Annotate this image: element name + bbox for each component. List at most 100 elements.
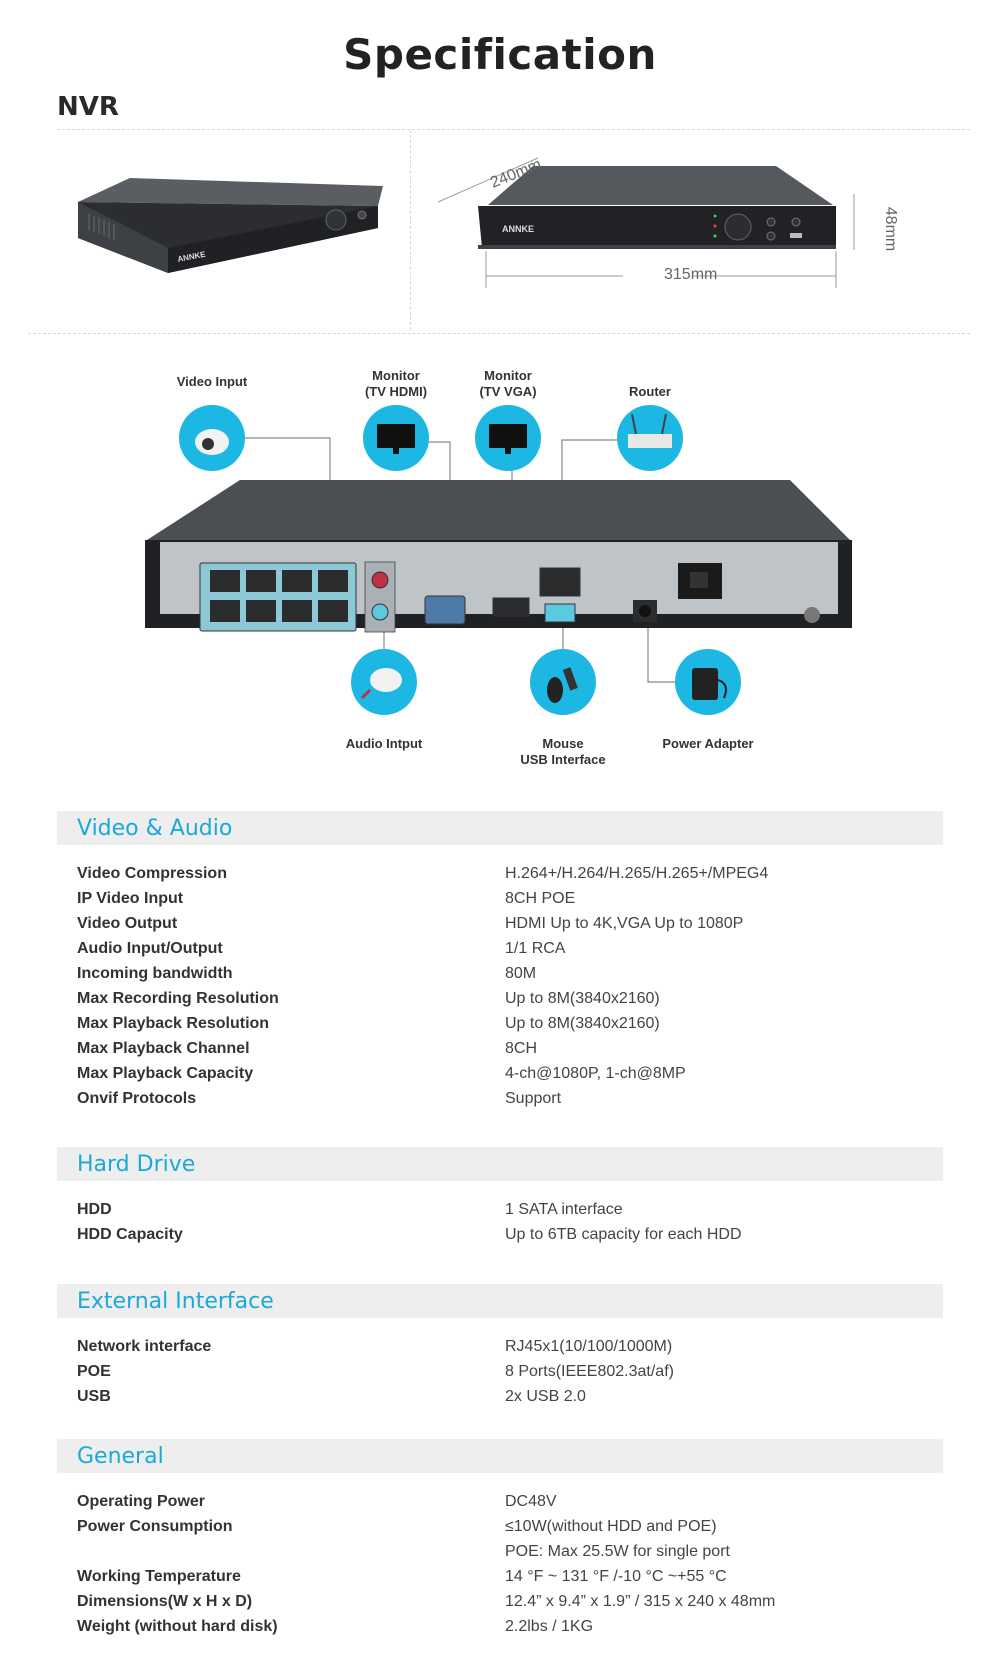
section-video-audio: Video & Audio Video Compression H.264+/H.… — [57, 811, 943, 1111]
spec-row: Max Playback Capacity 4-ch@1080P, 1-ch@8M… — [77, 1061, 943, 1086]
spec-key: Max Recording Resolution — [77, 990, 279, 1007]
spec-value: 2.2lbs / 1KG — [505, 1618, 594, 1635]
spec-row: Onvif Protocols Support — [77, 1086, 943, 1111]
power-adapter-icon — [675, 649, 741, 715]
brand-logo-right: ANNKE — [502, 224, 534, 234]
spec-key: Video Output — [77, 915, 178, 932]
mouse-icon — [530, 649, 596, 715]
spec-value: 8CH POE — [505, 890, 576, 907]
spec-key — [77, 1539, 505, 1564]
label-audio-input: Audio Intput — [345, 736, 423, 751]
spec-row: Max Recording Resolution Up to 8M(3840x21… — [77, 986, 943, 1011]
spec-key: POE — [77, 1363, 111, 1380]
label-mouse: Mouse USB Interface — [520, 736, 606, 767]
spec-key: Working Temperature — [77, 1568, 241, 1585]
spec-value: 1/1 RCA — [505, 940, 566, 957]
spec-row: IP Video Input 8CH POE — [77, 886, 943, 911]
spec-value: 8 Ports(IEEE802.3at/af) — [505, 1363, 674, 1380]
spec-value: Support — [505, 1090, 562, 1107]
label-router: Router — [629, 384, 671, 399]
label-video-input: Video Input — [176, 374, 248, 389]
spec-key: Video Compression — [77, 865, 227, 882]
divider-bottom — [28, 333, 970, 334]
spec-key: Dimensions(W x H x D) — [77, 1593, 253, 1610]
spec-value: 8CH — [505, 1040, 538, 1057]
nvr-heading: NVR — [57, 92, 119, 122]
monitor-vga-icon — [475, 405, 541, 471]
spec-value: 4-ch@1080P, 1-ch@8MP — [505, 1065, 686, 1082]
section-title: External Interface — [57, 1284, 943, 1318]
section-general: General Operating Power DC48V Power Consu… — [57, 1439, 943, 1639]
spec-key: Max Playback Capacity — [77, 1065, 254, 1082]
spec-row: Max Playback Channel 8CH — [77, 1036, 943, 1061]
spec-value: DC48V — [505, 1493, 557, 1510]
spec-row: Incoming bandwidth 80M — [77, 961, 943, 986]
video-input-icon — [179, 405, 245, 471]
router-icon — [617, 405, 683, 471]
spec-key: Max Playback Channel — [77, 1040, 250, 1057]
spec-row: Audio Input/Output 1/1 RCA — [77, 936, 943, 961]
spec-value: HDMI Up to 4K,VGA Up to 1080P — [505, 915, 744, 932]
spec-value: 2x USB 2.0 — [505, 1388, 586, 1405]
spec-key: Network interface — [77, 1338, 212, 1355]
spec-row: Network interface RJ45x1(10/100/1000M) — [77, 1334, 943, 1359]
spec-key: Incoming bandwidth — [77, 965, 233, 982]
spec-value: 12.4” x 9.4” x 1.9” / 315 x 240 x 48mm — [505, 1593, 776, 1610]
spec-row: Power Consumption ≤10W(without HDD and PO… — [77, 1514, 943, 1539]
spec-row: Dimensions(W x H x D) 12.4” x 9.4” x 1.9”… — [77, 1589, 943, 1614]
spec-value: H.264+/H.264/H.265/H.265+/MPEG4 — [505, 865, 769, 882]
spec-table: Network interface RJ45x1(10/100/1000M) PO… — [57, 1334, 943, 1409]
label-monitor-hdmi: Monitor (TV HDMI) — [364, 368, 428, 399]
spec-row: POE: Max 25.5W for single port — [77, 1539, 943, 1564]
spec-value: POE: Max 25.5W for single port — [505, 1543, 730, 1560]
spec-row: HDD Capacity Up to 6TB capacity for each … — [77, 1222, 943, 1247]
spec-key: USB — [77, 1388, 111, 1405]
spec-value: Up to 8M(3840x2160) — [505, 990, 660, 1007]
audio-input-icon — [351, 649, 417, 715]
page-title: Specification — [343, 30, 657, 79]
spec-key: Power Consumption — [77, 1518, 233, 1535]
label-power-adapter: Power Adapter — [662, 736, 754, 751]
section-title: Video & Audio — [57, 811, 943, 845]
spec-key: Weight (without hard disk) — [77, 1618, 278, 1635]
connection-diagram: HDMI — [0, 350, 1000, 780]
dimension-width: 315mm — [664, 266, 718, 283]
spec-key: Onvif Protocols — [77, 1090, 197, 1107]
spec-table: Video Compression H.264+/H.264/H.265/H.26… — [57, 861, 943, 1111]
spec-row: USB 2x USB 2.0 — [77, 1384, 943, 1409]
spec-row: Video Compression H.264+/H.264/H.265/H.26… — [77, 861, 943, 886]
monitor-hdmi-icon — [363, 405, 429, 471]
spec-key: IP Video Input — [77, 890, 184, 907]
spec-row: HDD 1 SATA interface — [77, 1197, 943, 1222]
spec-value: Up to 6TB capacity for each HDD — [505, 1226, 742, 1243]
label-monitor-vga: Monitor (TV VGA) — [479, 368, 537, 399]
spec-row: Weight (without hard disk) 2.2lbs / 1KG — [77, 1614, 943, 1639]
spec-value: RJ45x1(10/100/1000M) — [505, 1338, 673, 1355]
spec-row: Video Output HDMI Up to 4K,VGA Up to 1080… — [77, 911, 943, 936]
spec-table: HDD 1 SATA interface HDD Capacity Up to 6T… — [57, 1197, 943, 1247]
spec-value: 80M — [505, 965, 537, 982]
spec-value: Up to 8M(3840x2160) — [505, 1015, 660, 1032]
spec-row: POE 8 Ports(IEEE802.3at/af) — [77, 1359, 943, 1384]
section-title: Hard Drive — [57, 1147, 943, 1181]
hdmi-port-label: HDMI — [497, 621, 517, 630]
spec-value: 14 °F ~ 131 °F /-10 °C ~+55 °C — [505, 1568, 727, 1585]
nvr-front-view: ANNKE — [78, 178, 383, 273]
spec-table: Operating Power DC48V Power Consumption ≤1… — [57, 1489, 943, 1639]
divider-top — [57, 129, 970, 130]
spec-key: HDD — [77, 1201, 112, 1218]
spec-row: Max Playback Resolution Up to 8M(3840x216… — [77, 1011, 943, 1036]
spec-value: 1 SATA interface — [505, 1201, 623, 1218]
spec-key: Operating Power — [77, 1493, 206, 1510]
nvr-dimension-view: ANNKE — [438, 157, 855, 288]
spec-value: ≤10W(without HDD and POE) — [505, 1518, 717, 1535]
divider-middle — [410, 130, 411, 330]
spec-key: Audio Input/Output — [77, 940, 223, 957]
section-external-interface: External Interface Network interface RJ45… — [57, 1284, 943, 1409]
spec-row: Operating Power DC48V — [77, 1489, 943, 1514]
spec-key: HDD Capacity — [77, 1226, 183, 1243]
spec-row: Working Temperature 14 °F ~ 131 °F /-10 °… — [77, 1564, 943, 1589]
section-title: General — [57, 1439, 943, 1473]
spec-key: Max Playback Resolution — [77, 1015, 270, 1032]
section-hard-drive: Hard Drive HDD 1 SATA interface HDD Capac… — [57, 1147, 943, 1247]
